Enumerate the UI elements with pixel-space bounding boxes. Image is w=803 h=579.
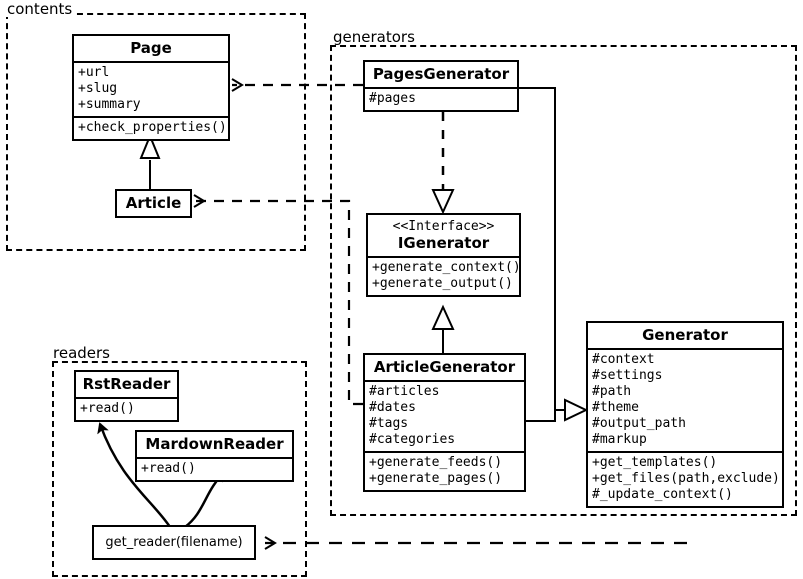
method: +generate_context(): [372, 260, 521, 275]
class-box-rstreader[interactable]: RstReader +read(): [74, 370, 179, 422]
attribute: #output_path: [592, 416, 686, 431]
function-box-get-reader[interactable]: get_reader(filename): [92, 525, 256, 560]
attribute: +url: [78, 65, 110, 80]
attribute: +summary: [78, 97, 141, 112]
class-name-page: Page: [130, 39, 172, 57]
class-methods-articlegenerator: +generate_feeds() +generate_pages(): [365, 451, 524, 490]
class-box-pagesgenerator[interactable]: PagesGenerator #pages: [363, 60, 519, 112]
class-name-igenerator: <<Interface>> IGenerator: [368, 215, 519, 256]
attribute: #theme: [592, 400, 639, 415]
attribute: #path: [592, 384, 632, 399]
class-methods-igenerator: +generate_context() +generate_output(): [368, 256, 521, 295]
class-name-pagesgenerator: PagesGenerator: [372, 65, 510, 83]
class-box-page[interactable]: Page +url +slug +summary +check_properti…: [72, 34, 230, 141]
method: +generate_output(): [372, 276, 513, 291]
class-attributes-pagesgenerator: #pages: [365, 87, 517, 110]
package-frame-contents: [6, 13, 306, 251]
class-methods-markdownreader: +read(): [137, 457, 292, 480]
method: +read(): [80, 401, 135, 416]
class-attributes-articlegenerator: #articles #dates #tags #categories: [365, 380, 524, 451]
class-attributes-generator: #context #settings #path #theme #output_…: [588, 348, 782, 451]
interface-name: IGenerator: [397, 234, 490, 252]
method: +generate_pages(): [369, 471, 503, 486]
attribute: #settings: [592, 368, 663, 383]
method: +get_files(path,exclude): [592, 471, 780, 486]
class-methods-page: +check_properties(): [74, 116, 228, 139]
class-name-articlegenerator: ArticleGenerator: [373, 358, 516, 376]
class-box-articlegenerator[interactable]: ArticleGenerator #articles #dates #tags …: [363, 353, 526, 492]
class-box-generator[interactable]: Generator #context #settings #path #them…: [586, 321, 784, 508]
package-frame-readers: [52, 361, 307, 577]
function-label: get_reader(filename): [105, 535, 243, 550]
package-label-contents: contents: [4, 1, 76, 17]
class-methods-generator: +get_templates() +get_files(path,exclude…: [588, 451, 782, 506]
attribute: #context: [592, 352, 655, 367]
class-methods-rstreader: +read(): [76, 397, 177, 420]
attribute: #dates: [369, 400, 416, 415]
attribute: #markup: [592, 432, 647, 447]
class-name-generator: Generator: [642, 326, 728, 344]
attribute: +slug: [78, 81, 118, 96]
attribute: #articles: [369, 384, 440, 399]
method: +read(): [141, 461, 196, 476]
class-box-article[interactable]: Article: [115, 189, 192, 218]
class-name-markdownreader: MardownReader: [145, 435, 284, 453]
attribute: #categories: [369, 432, 456, 447]
stereotype-label: <<Interface>>: [392, 219, 495, 234]
method: +get_templates(): [592, 455, 718, 470]
class-name-article: Article: [125, 194, 182, 212]
attribute: #tags: [369, 416, 409, 431]
method: #_update_context(): [592, 487, 733, 502]
attribute: #pages: [369, 91, 416, 106]
class-name-rstreader: RstReader: [82, 375, 171, 393]
package-label-generators: generators: [330, 29, 418, 45]
package-label-readers: readers: [50, 345, 113, 361]
class-attributes-page: +url +slug +summary: [74, 61, 228, 116]
class-box-igenerator[interactable]: <<Interface>> IGenerator +generate_conte…: [366, 213, 521, 297]
class-box-markdownreader[interactable]: MardownReader +read(): [135, 430, 294, 482]
method: +check_properties(): [78, 120, 227, 135]
method: +generate_feeds(): [369, 455, 503, 470]
